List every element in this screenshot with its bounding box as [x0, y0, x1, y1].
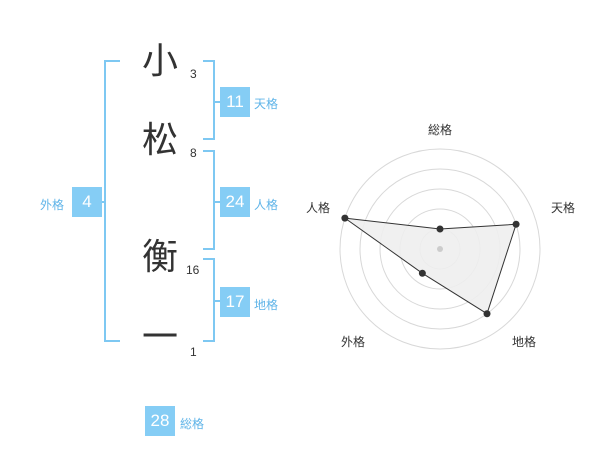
chikaku-label: 地格 [254, 298, 279, 312]
gaikaku-bracket [104, 60, 120, 342]
soukaku-badge: 28 [145, 406, 175, 436]
name-char-1: 小 [142, 41, 179, 82]
stroke-count-2: 8 [190, 146, 197, 160]
gaikaku-badge: 4 [72, 187, 102, 217]
radar-axis-label-soukaku: 総格 [428, 122, 452, 137]
stroke-count-3: 16 [186, 263, 200, 277]
name-char-4: 一 [142, 317, 179, 358]
chikaku-connector [213, 300, 220, 302]
stroke-count-1: 3 [190, 67, 197, 81]
radar-data-area [344, 217, 517, 315]
jinkaku-badge: 24 [220, 187, 250, 217]
stroke-count-4: 1 [190, 345, 197, 359]
radar-point-3 [418, 269, 426, 277]
gaikaku-label: 外格 [40, 198, 65, 212]
tenkaku-bracket [203, 60, 215, 140]
radar-point-1 [512, 220, 520, 228]
radar-point-2 [483, 310, 491, 318]
radar-axis-label-tenkaku: 天格 [551, 200, 575, 215]
tenkaku-connector [213, 101, 220, 103]
soukaku-label: 総格 [180, 417, 205, 431]
chikaku-badge: 17 [220, 287, 250, 317]
radar-point-4 [341, 214, 349, 222]
tenkaku-badge: 11 [220, 87, 250, 117]
jinkaku-bracket [203, 150, 215, 250]
name-char-2: 松 [142, 120, 179, 161]
radar-axis-label-gaikaku: 外格 [341, 334, 365, 349]
radar-axis-label-jinkaku: 人格 [306, 200, 330, 215]
jinkaku-connector [213, 201, 220, 203]
jinkaku-label: 人格 [254, 198, 279, 212]
radar-axis-label-chikaku: 地格 [512, 334, 536, 349]
radar-center-dot [437, 246, 443, 252]
tenkaku-label: 天格 [254, 97, 279, 111]
radar-point-0 [436, 225, 444, 233]
radar-ring-4 [359, 168, 521, 330]
radar-ring-5 [339, 148, 541, 350]
name-char-3: 衡 [142, 237, 179, 278]
